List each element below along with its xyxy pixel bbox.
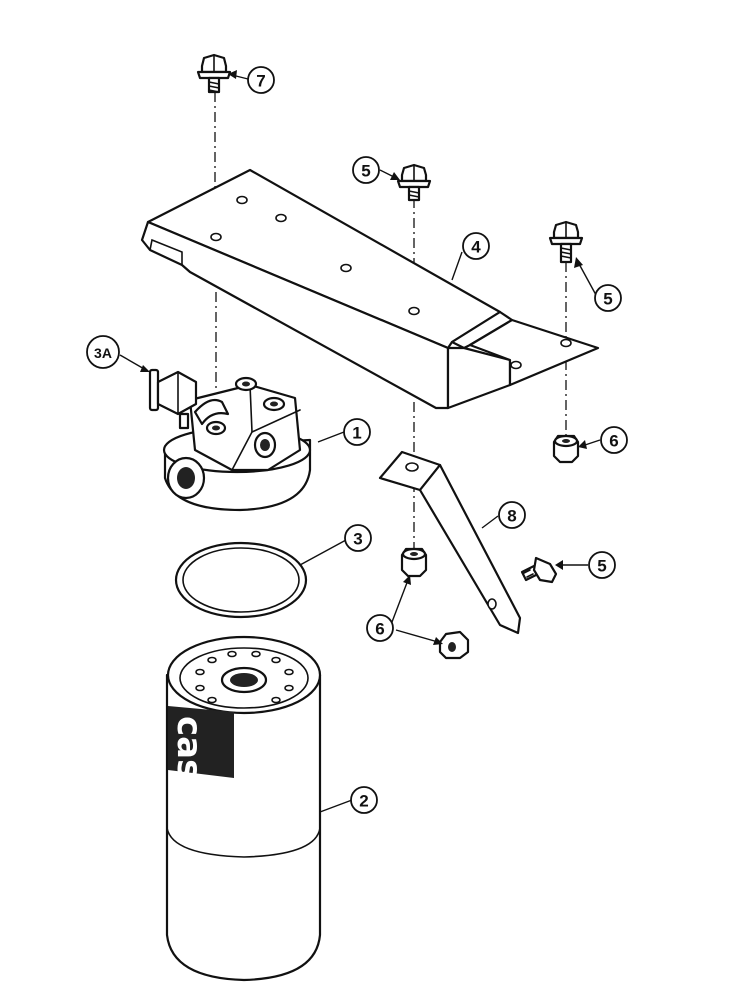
leader-lines — [119, 70, 601, 813]
bolt-7 — [196, 53, 232, 94]
filter-brand-text: case — [169, 716, 209, 802]
callout-5-top: 5 — [352, 156, 380, 184]
callout-3-label: 3 — [353, 530, 362, 549]
filter-cartridge-2: case — [165, 635, 322, 982]
callout-5-right-label: 5 — [603, 290, 612, 309]
nut-6-loose — [438, 630, 470, 660]
cartridge-perforations — [195, 650, 294, 704]
bolt-5-right — [548, 220, 584, 264]
seal-ring-3 — [174, 541, 308, 619]
callout-3: 3 — [344, 524, 372, 552]
callout-2-label: 2 — [359, 792, 368, 811]
callout-2: 2 — [350, 786, 378, 814]
callout-8: 8 — [498, 501, 526, 529]
callout-5-right: 5 — [594, 284, 622, 312]
callout-7-label: 7 — [256, 72, 265, 91]
callout-5-lower-label: 5 — [597, 557, 606, 576]
switch-3a — [148, 368, 198, 430]
callout-7: 7 — [247, 66, 275, 94]
callout-8-label: 8 — [507, 507, 516, 526]
callout-1-label: 1 — [352, 424, 361, 443]
callout-6-lower: 6 — [366, 614, 394, 642]
nut-6-bracket — [400, 547, 428, 578]
callout-6-right: 6 — [600, 426, 628, 454]
callout-4-label: 4 — [471, 238, 481, 257]
filter-head-1 — [162, 376, 312, 512]
callout-3a: 3A — [86, 335, 120, 369]
bolt-5-top — [396, 163, 432, 202]
callout-5-top-label: 5 — [361, 162, 370, 181]
bolt-5-lower — [520, 556, 558, 584]
callout-6-right-label: 6 — [609, 432, 618, 451]
callout-3a-label: 3A — [94, 345, 112, 361]
callout-5-lower: 5 — [588, 551, 616, 579]
callout-1: 1 — [343, 418, 371, 446]
callout-4: 4 — [462, 232, 490, 260]
mounting-bracket-4 — [140, 168, 600, 410]
callout-6-lower-label: 6 — [375, 620, 384, 639]
bracket-8 — [378, 450, 522, 635]
nut-6-right — [552, 434, 580, 464]
